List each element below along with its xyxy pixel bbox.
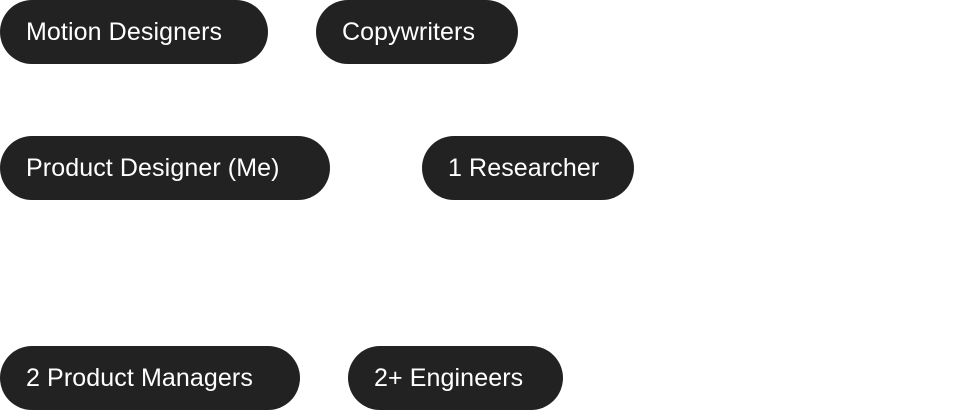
node-label: Product Designer (Me) — [26, 153, 280, 182]
node-copywriters: Copywriters — [316, 0, 518, 64]
node-product-managers: 2 Product Managers — [0, 346, 300, 410]
node-label: Motion Designers — [26, 17, 223, 46]
node-label: 1 Researcher — [448, 153, 600, 182]
node-product-designer: Product Designer (Me) — [0, 136, 330, 200]
node-label: 2 Product Managers — [26, 363, 253, 392]
node-motion-designers: Motion Designers — [0, 0, 268, 64]
node-label: Copywriters — [342, 17, 476, 46]
node-label: 2+ Engineers — [374, 363, 524, 392]
node-researcher: 1 Researcher — [422, 136, 634, 200]
node-engineers: 2+ Engineers — [348, 346, 563, 410]
